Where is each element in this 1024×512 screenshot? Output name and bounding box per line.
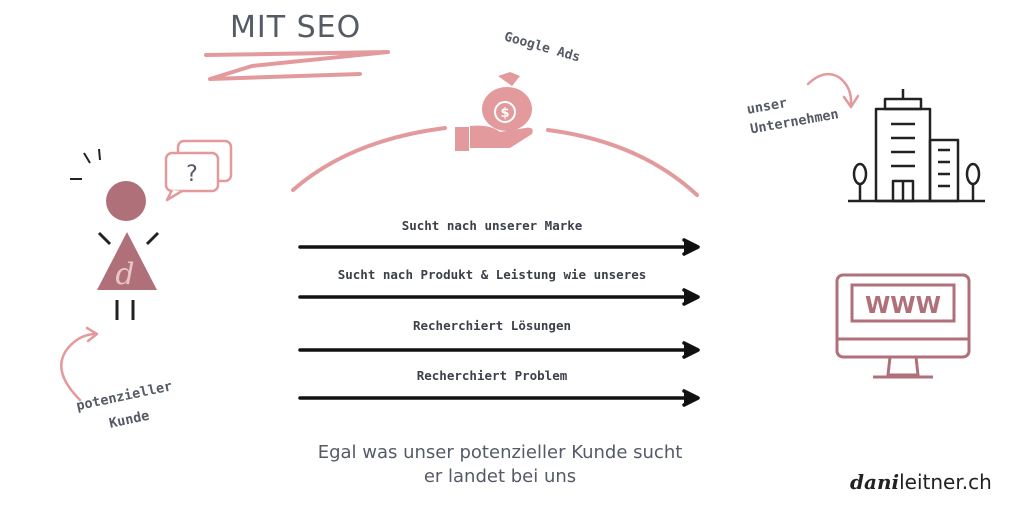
website-monitor-icon: WWW [835,273,971,379]
svg-text:WWW: WWW [865,293,941,319]
customer-figure: d [70,148,160,320]
customer-pointer-arrow [60,326,99,402]
money-bag-icon: $ [455,72,533,151]
arrow-solution-research [298,341,700,359]
arc-left [291,126,447,192]
intent-label-product: Sucht nach Produkt & Leistung wie unsere… [337,267,647,282]
question-bubble-icon: ? [164,139,233,202]
page-title: MIT SEO [230,10,362,45]
svg-text:?: ? [186,162,198,187]
tagline: Egal was unser potenzieller Kunde sucht … [317,442,683,487]
arrow-product-search [298,288,700,306]
intent-label-brand: Sucht nach unserer Marke [401,218,583,233]
intent-label-problem: Recherchiert Problem [416,368,568,383]
svg-text:$: $ [500,106,509,121]
svg-text:d: d [115,257,134,292]
arrow-problem-research [298,389,700,407]
company-pointer-arrow [806,72,860,109]
arrow-brand-search [298,238,700,256]
title-underline [204,50,390,81]
brand-logo: danileitner.ch [850,470,992,494]
intent-label-solutions: Recherchiert Lösungen [412,318,572,333]
search-arrows [298,238,700,407]
company-building-icon [848,89,985,203]
arc-right [546,128,699,197]
